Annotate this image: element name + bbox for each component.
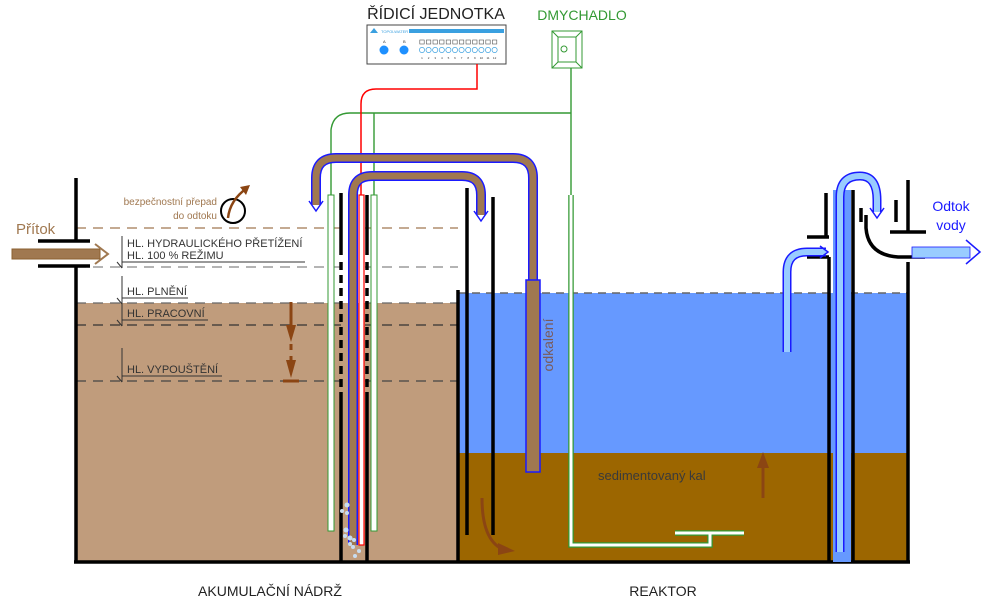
overflow-arrowhead-icon bbox=[240, 185, 250, 195]
channel-number: 4 bbox=[441, 56, 443, 60]
channel-icon bbox=[478, 39, 484, 45]
channel-number: 7 bbox=[461, 56, 463, 60]
channel-led bbox=[432, 47, 439, 53]
outflow-arrow bbox=[911, 239, 982, 265]
level-filling-label: HL. PLNĚNÍ bbox=[127, 285, 188, 298]
channel-number: 8 bbox=[467, 56, 469, 60]
channel-icon bbox=[485, 39, 491, 45]
channel-led bbox=[485, 47, 491, 53]
sediment-label: sedimentovaný kal bbox=[598, 468, 706, 483]
channel-icon bbox=[492, 39, 498, 45]
channel-number: 1 bbox=[421, 56, 423, 60]
channel-icon bbox=[432, 39, 438, 45]
brand-logo-icon bbox=[370, 28, 378, 33]
channel-icon bbox=[419, 39, 425, 45]
tank-walls bbox=[74, 178, 910, 564]
overflow-circle-icon bbox=[220, 198, 246, 224]
level-100-mode-label: HL. 100 % REŽIMU bbox=[127, 249, 224, 262]
channel-led bbox=[419, 47, 425, 53]
channel-led bbox=[452, 47, 458, 53]
clear-water-pipe bbox=[833, 171, 885, 562]
channel-number: 11 bbox=[486, 56, 489, 60]
pump-b-label: B bbox=[403, 39, 406, 44]
reactor-baffles bbox=[465, 188, 495, 535]
outflow-label-line2: vody bbox=[936, 217, 966, 233]
outflow-structure bbox=[807, 180, 926, 562]
inflow-label: Přítok bbox=[16, 221, 56, 238]
channel-icons bbox=[419, 39, 498, 45]
control-signal-cable bbox=[360, 64, 478, 198]
channel-number: 12 bbox=[493, 56, 497, 60]
level-sensor-tube bbox=[358, 194, 365, 546]
clear-water-riser bbox=[782, 245, 830, 352]
channel-led bbox=[471, 47, 478, 53]
sediment-up-arrowhead-icon bbox=[757, 452, 769, 468]
aerator-tube-left bbox=[327, 194, 335, 532]
accumulation-tank-sludge bbox=[76, 303, 458, 561]
overflow-label-line2: do odtoku bbox=[173, 211, 217, 222]
inflow-flange bbox=[38, 239, 90, 268]
channel-led bbox=[445, 47, 452, 53]
level-drop-arrows bbox=[283, 302, 299, 383]
channel-led bbox=[465, 47, 472, 53]
channel-icon bbox=[452, 39, 458, 45]
sludge-flow-arrowhead-icon bbox=[498, 543, 515, 555]
channel-led bbox=[478, 47, 485, 53]
transfer-pipe-inner bbox=[348, 171, 489, 545]
air-bubbles bbox=[340, 502, 361, 558]
inflow-arrow bbox=[11, 243, 110, 265]
pump-a-label: A bbox=[383, 39, 386, 44]
pump-b-indicator bbox=[399, 45, 409, 55]
channel-number: 9 bbox=[474, 56, 476, 60]
accumulation-tank-label: AKUMULAČNÍ NÁDRŽ bbox=[198, 583, 342, 599]
control-unit-label: ŘÍDICÍ JEDNOTKA bbox=[367, 4, 505, 23]
channel-number: 5 bbox=[448, 56, 450, 60]
channel-number: 2 bbox=[428, 56, 430, 60]
blower-label: DMYCHADLO bbox=[537, 7, 627, 23]
channel-icon bbox=[445, 39, 451, 45]
outflow-label-line1: Odtok bbox=[932, 198, 970, 214]
level-hydraulic-overload-label: HL. HYDRAULICKÉHO PŘETÍŽENÍ bbox=[127, 237, 303, 250]
channel-icon bbox=[459, 39, 465, 45]
channel-number: 10 bbox=[480, 56, 484, 60]
reactor-aeration-pipe-inner bbox=[569, 195, 744, 547]
channel-number: 6 bbox=[454, 56, 456, 60]
channel-icon bbox=[465, 39, 471, 45]
desludging-label: odkalení bbox=[540, 318, 556, 371]
channel-led bbox=[425, 47, 432, 53]
pump-a-indicator bbox=[379, 45, 389, 55]
channel-led bbox=[491, 47, 498, 53]
desludging-pipe bbox=[525, 279, 541, 473]
channel-icon bbox=[472, 39, 478, 45]
channel-icon bbox=[426, 39, 432, 45]
overflow-label-line1: bezpečnostní přepad bbox=[124, 197, 217, 208]
channel-led bbox=[458, 47, 465, 53]
channel-led bbox=[438, 47, 445, 53]
control-unit-brand: TOPOLWATER bbox=[381, 29, 408, 34]
transfer-pipe-outer bbox=[308, 153, 538, 470]
level-discharge-label: HL. VYPOUŠTĚNÍ bbox=[127, 363, 219, 376]
channel-number: 3 bbox=[434, 56, 436, 60]
reactor-label: REAKTOR bbox=[629, 583, 696, 599]
blower-icon[interactable] bbox=[551, 30, 583, 69]
accumulation-baffles bbox=[339, 193, 369, 562]
level-markers bbox=[116, 236, 305, 383]
channel-leds bbox=[419, 47, 498, 53]
aerator-tube-right bbox=[370, 194, 378, 532]
level-working-label: HL. PRACOVNÍ bbox=[127, 307, 206, 320]
channel-icon bbox=[439, 39, 445, 45]
